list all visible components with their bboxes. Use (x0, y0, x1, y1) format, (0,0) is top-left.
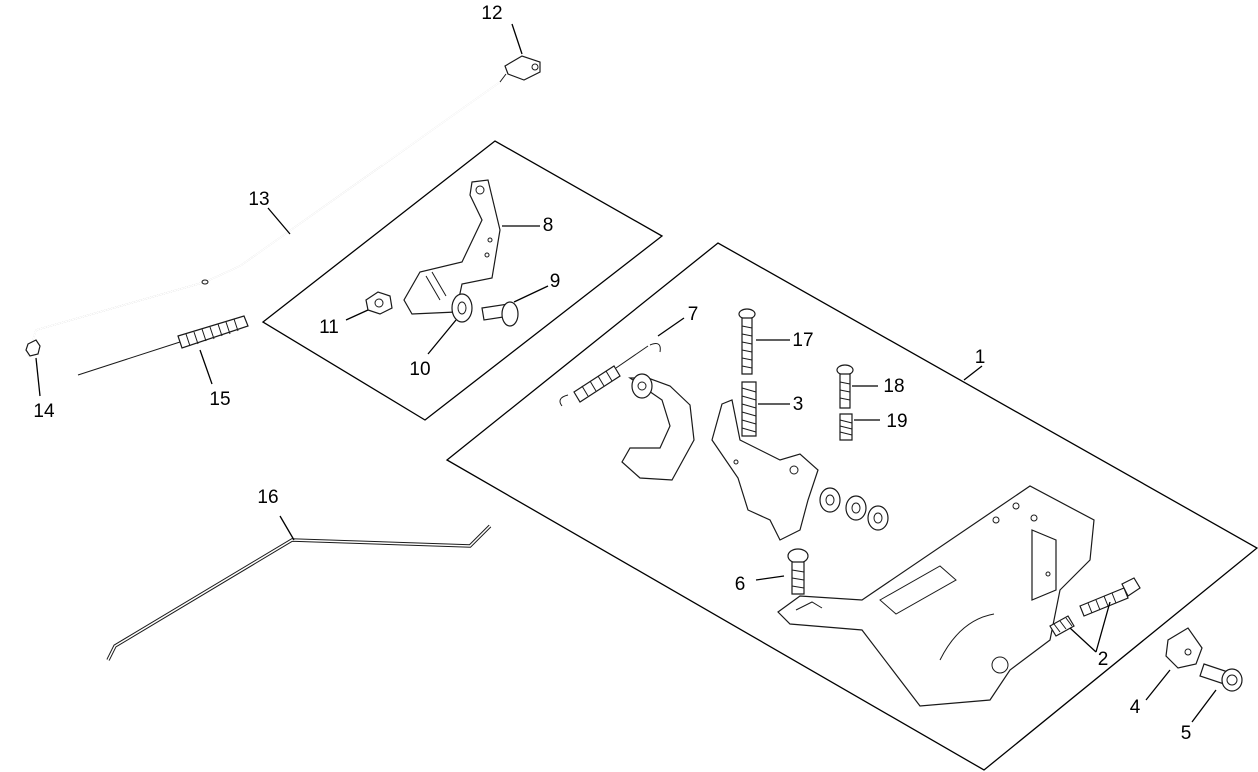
base-plate (777, 485, 1095, 707)
part-16-rod (106, 524, 492, 661)
callout-9: 9 (550, 271, 561, 292)
governor-lever (711, 399, 819, 541)
part-3-spring (741, 381, 757, 437)
part-17-screw (738, 308, 756, 375)
callout-3: 3 (793, 394, 804, 415)
subassembly-box-upper (261, 140, 664, 421)
callout-1: 1 (975, 347, 986, 368)
callout-7: 7 (688, 304, 699, 325)
part-15-spring (77, 315, 249, 376)
throttle-lever (621, 373, 695, 481)
leader-lines (35, 23, 1217, 723)
part-18-screw (836, 364, 854, 409)
callout-5: 5 (1181, 723, 1192, 744)
part-7-spring (559, 343, 661, 407)
part-10-washer (451, 293, 473, 323)
part-11-nut (365, 291, 393, 315)
callout-19: 19 (886, 411, 907, 432)
part-13-rod (27, 73, 507, 357)
callout-16: 16 (257, 487, 278, 508)
part-2-screw-spring (1049, 577, 1141, 637)
callout-2: 2 (1098, 649, 1109, 670)
callout-8: 8 (543, 215, 554, 236)
part-9-bolt (481, 301, 519, 327)
callout-12: 12 (481, 3, 502, 24)
callout-14: 14 (33, 401, 55, 422)
callout-17: 17 (792, 330, 813, 351)
part-5-bolt (1199, 663, 1243, 692)
part-6-bolt (787, 548, 809, 595)
part-8-bracket (403, 179, 501, 315)
callout-6: 6 (735, 574, 746, 595)
callout-15: 15 (209, 389, 230, 410)
callout-11: 11 (319, 317, 339, 338)
part-19-spring (839, 413, 853, 441)
part-14-fitting (25, 339, 41, 357)
governor-washers (819, 487, 889, 531)
callout-10: 10 (409, 359, 430, 380)
subassembly-box-main (445, 242, 1258, 771)
callout-4: 4 (1130, 697, 1141, 718)
callout-labels: 1 2 3 4 5 6 7 8 9 10 11 12 13 14 15 16 1… (33, 3, 1191, 744)
callout-13: 13 (248, 189, 269, 210)
part-12-clip (504, 55, 541, 81)
part-4-clip (1165, 627, 1203, 669)
callout-18: 18 (883, 376, 904, 397)
